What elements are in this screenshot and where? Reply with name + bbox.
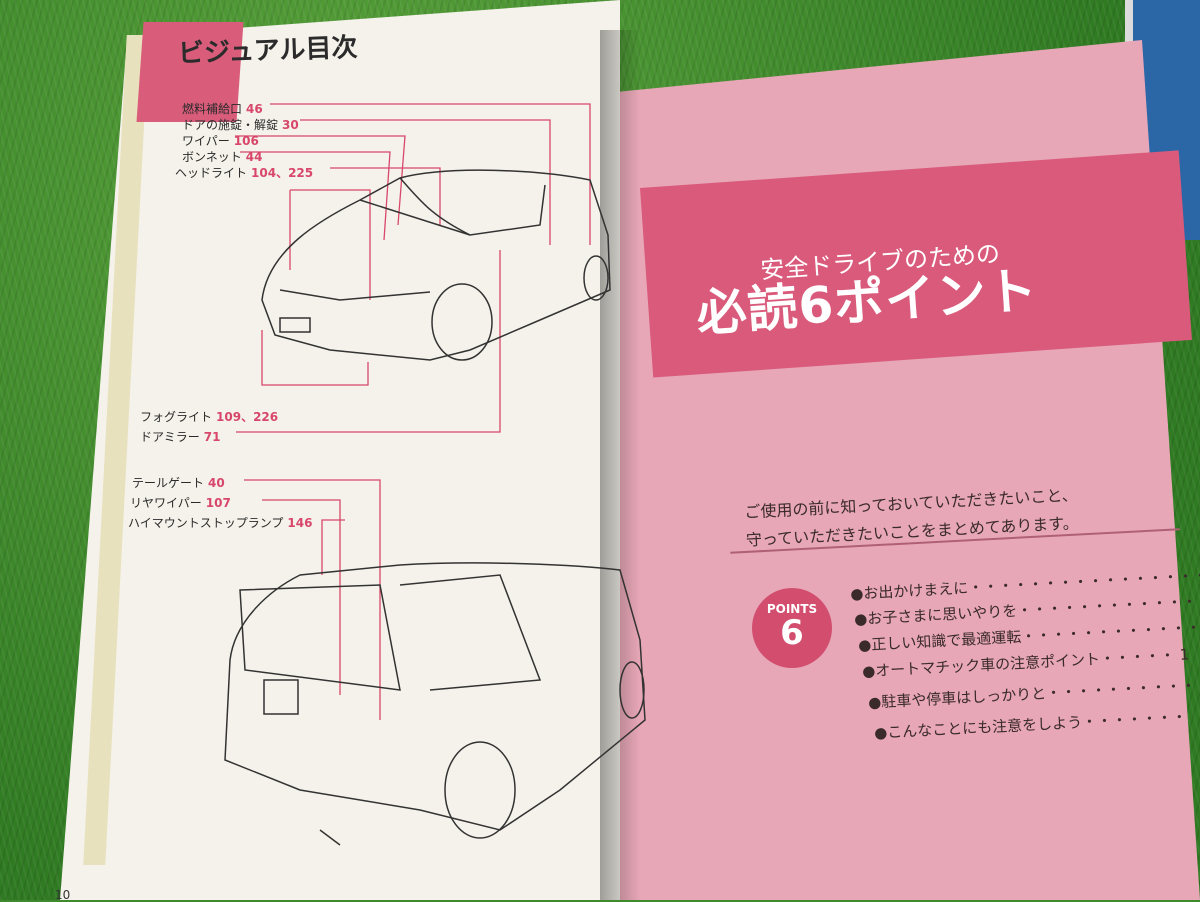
- page-number: 10: [55, 888, 71, 902]
- points-badge-number: 6: [780, 613, 804, 653]
- leader-lines: [235, 103, 591, 720]
- points-badge-label: POINTS: [766, 602, 818, 616]
- front-car: [261, 169, 611, 361]
- rear-car: [224, 562, 646, 846]
- spine-shadow: [600, 30, 640, 900]
- left-page: [60, 0, 620, 900]
- points-badge: POINTS 6: [752, 588, 832, 668]
